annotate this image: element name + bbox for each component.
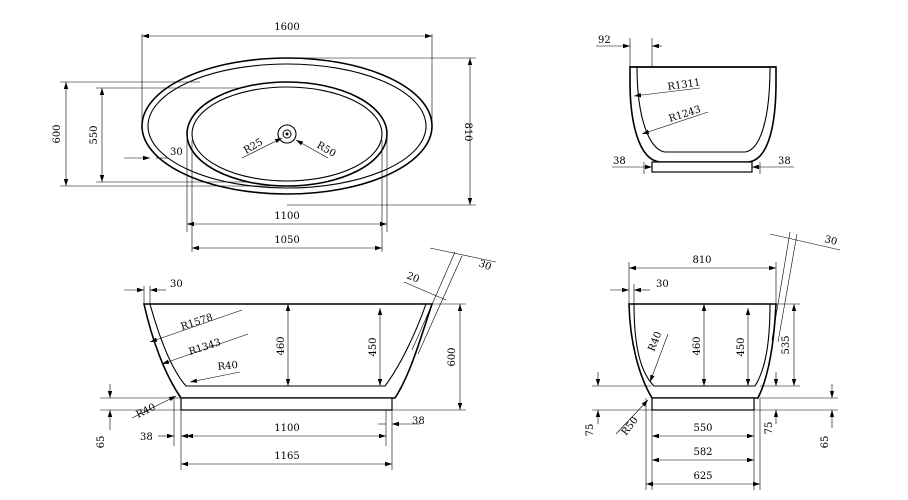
- dim-label-460-front: 460: [692, 336, 703, 355]
- label-r40-inner: R40: [217, 360, 238, 373]
- dim-label-625: 625: [693, 471, 712, 482]
- basin-inner: [191, 86, 383, 182]
- label-r1578: R1578: [180, 312, 215, 333]
- label-r1343: R1343: [188, 337, 223, 358]
- leader-r1343: [161, 333, 249, 365]
- dim-label-1050: 1050: [274, 235, 299, 246]
- dim-label-angle-30: 30: [477, 258, 493, 273]
- label-r40-front: R40: [647, 330, 665, 353]
- dim-label-460-side: 460: [276, 336, 287, 355]
- leader-r25: [241, 137, 283, 159]
- leader-r40-front: [649, 333, 669, 383]
- dim-label-550: 550: [89, 125, 100, 144]
- label-r50-front: R50: [620, 415, 641, 438]
- drain-outer: [277, 124, 297, 144]
- leader-r50: [295, 139, 329, 159]
- dim-label-1100-side: 1100: [274, 423, 299, 434]
- dim-label-535: 535: [781, 335, 792, 354]
- dim-label-angle-20: 20: [405, 271, 421, 286]
- front-view-base: [651, 397, 755, 411]
- leader-r40-outer: [131, 395, 177, 419]
- dim-label-600-side: 600: [447, 347, 458, 366]
- dim-label-base-38-right: 38: [778, 156, 791, 167]
- dim-label-810: 810: [462, 122, 473, 141]
- dim-label-65-side: 65: [96, 436, 107, 449]
- front-view-inner: [633, 303, 771, 387]
- drain-inner: [282, 129, 292, 139]
- leader-r40-inner: [189, 371, 241, 383]
- label-r1311: R1311: [667, 77, 701, 92]
- dim-label-rim-30-top: 30: [170, 147, 183, 158]
- dim-label-rim-30-side: 30: [170, 279, 183, 290]
- side-view-inner: [149, 303, 427, 387]
- dim-label-rim-30-front: 30: [656, 279, 669, 290]
- dim-label-582: 582: [693, 447, 712, 458]
- end-section-inner: [636, 66, 771, 153]
- top-view: 1600 810 600 550 30 R25 R50 1100 1050: [52, 22, 476, 252]
- dim-label-450-side: 450: [368, 337, 379, 356]
- end-section-body: [629, 66, 777, 163]
- end-section-view: 92 R1311 R1243 38 38: [596, 35, 794, 174]
- dim-label-1100-top: 1100: [274, 211, 299, 222]
- dim-label-base-38-side-left: 38: [140, 432, 153, 443]
- side-view-base: [180, 397, 393, 411]
- leader-r50-front: [615, 399, 649, 435]
- label-r25: R25: [242, 137, 265, 157]
- label-r1243: R1243: [668, 104, 703, 125]
- dim-label-65-front: 65: [820, 436, 831, 449]
- dim-label-1600: 1600: [274, 22, 299, 33]
- leader-r1311: [633, 87, 701, 98]
- dim-label-1165: 1165: [274, 451, 299, 462]
- dim-label-base-38-side-right: 38: [412, 416, 425, 427]
- dim-label-base-38-left: 38: [613, 156, 626, 167]
- dim-label-600: 600: [52, 124, 63, 143]
- leader-r1578: [149, 309, 243, 343]
- dim-label-75-left: 75: [585, 424, 596, 437]
- dim-label-550-front: 550: [693, 423, 712, 434]
- tub-outer-rim: [141, 57, 433, 195]
- dim-label-75-right: 75: [764, 422, 775, 435]
- dim-line-angle-20: [403, 281, 447, 301]
- dim-line-angle-30: [429, 247, 497, 263]
- leader-r1243: [641, 111, 709, 135]
- dim-label-450-front: 450: [736, 337, 747, 356]
- front-view: 810 30 30 R40 R50 460 450 535 75: [585, 231, 841, 490]
- side-view: 30 30 20 R1578 R1343 R40 R40 460 450 600…: [96, 247, 497, 470]
- dim-label-92: 92: [598, 35, 611, 46]
- dim-label-angle-30-front: 30: [823, 234, 838, 248]
- tub-rim-inner-line: [147, 63, 427, 189]
- label-r40-outer: R40: [134, 402, 157, 421]
- end-section-base: [651, 161, 753, 173]
- dim-line-angle-30-front: [769, 233, 841, 251]
- drain-center: [285, 132, 289, 136]
- dim-label-810-front: 810: [692, 255, 711, 266]
- front-view-body: [628, 303, 777, 399]
